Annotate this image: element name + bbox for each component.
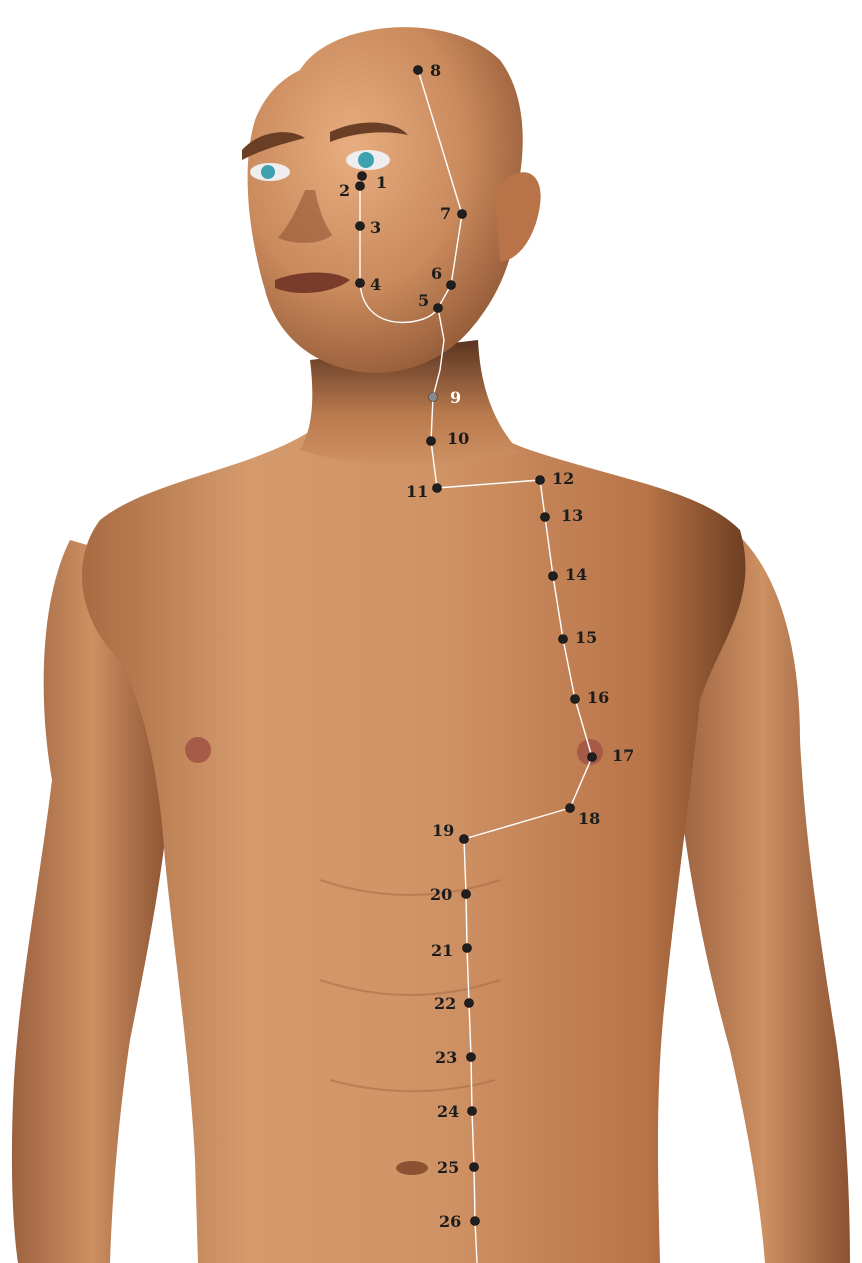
acupoint-marker (447, 281, 456, 290)
acupoint-label: 21 (431, 941, 453, 960)
body-silhouette (12, 27, 850, 1263)
acupoint-marker (429, 393, 438, 402)
acupoint-label: 1 (376, 173, 387, 192)
acupoint-marker (414, 66, 423, 75)
acupoint-marker (358, 172, 367, 181)
acupoint-label: 23 (435, 1048, 457, 1067)
acupoint-label: 5 (418, 291, 429, 310)
acupoint-marker (462, 890, 471, 899)
acupoint-marker (460, 835, 469, 844)
acupoint-label: 26 (439, 1212, 461, 1231)
acupoint-label: 18 (578, 809, 600, 828)
acupoint-marker (468, 1107, 477, 1116)
acupoint-label: 15 (575, 628, 597, 647)
acupoint-marker (356, 182, 365, 191)
acupoint-label: 8 (430, 61, 441, 80)
acupoint-marker (465, 999, 474, 1008)
acupoint-label: 6 (431, 264, 442, 283)
acupoint-label: 4 (370, 275, 381, 294)
acupoint-marker (470, 1163, 479, 1172)
ear (495, 172, 541, 262)
acupoint-marker (588, 753, 597, 762)
acupoint-marker (463, 944, 472, 953)
right-iris (358, 152, 374, 168)
acupoint-marker (458, 210, 467, 219)
acupoint-label: 24 (437, 1102, 459, 1121)
acupoint-label: 12 (552, 469, 574, 488)
acupoint-marker (571, 695, 580, 704)
acupoint-label: 20 (430, 885, 452, 904)
left-nipple (185, 737, 211, 763)
acupoint-marker (434, 304, 443, 313)
acupoint-label: 10 (447, 429, 469, 448)
acupoint-label: 3 (370, 218, 381, 237)
left-iris (261, 165, 275, 179)
acupoint-label: 2 (339, 181, 350, 200)
acupoint-marker (427, 437, 436, 446)
acupoint-marker (356, 222, 365, 231)
navel (396, 1161, 428, 1175)
acupoint-label: 25 (437, 1158, 459, 1177)
acupoint-label: 19 (432, 821, 454, 840)
acupoint-label: 14 (565, 565, 587, 584)
acupoint-label: 13 (561, 506, 583, 525)
acupoint-label: 7 (440, 204, 451, 223)
acupoint-label: 22 (434, 994, 456, 1013)
acupoint-marker (549, 572, 558, 581)
head (248, 27, 523, 373)
acupoint-marker (356, 279, 365, 288)
acupoint-label: 11 (406, 482, 428, 501)
acupoint-label: 9 (450, 388, 461, 407)
acupoint-marker (471, 1217, 480, 1226)
acupoint-marker (433, 484, 442, 493)
acupoint-label: 17 (612, 746, 634, 765)
acupoint-marker (467, 1053, 476, 1062)
torso (82, 400, 745, 1263)
acupoint-marker (566, 804, 575, 813)
acupoint-label: 16 (587, 688, 609, 707)
acupoint-marker (541, 513, 550, 522)
acupoint-marker (536, 476, 545, 485)
acupoint-marker (559, 635, 568, 644)
